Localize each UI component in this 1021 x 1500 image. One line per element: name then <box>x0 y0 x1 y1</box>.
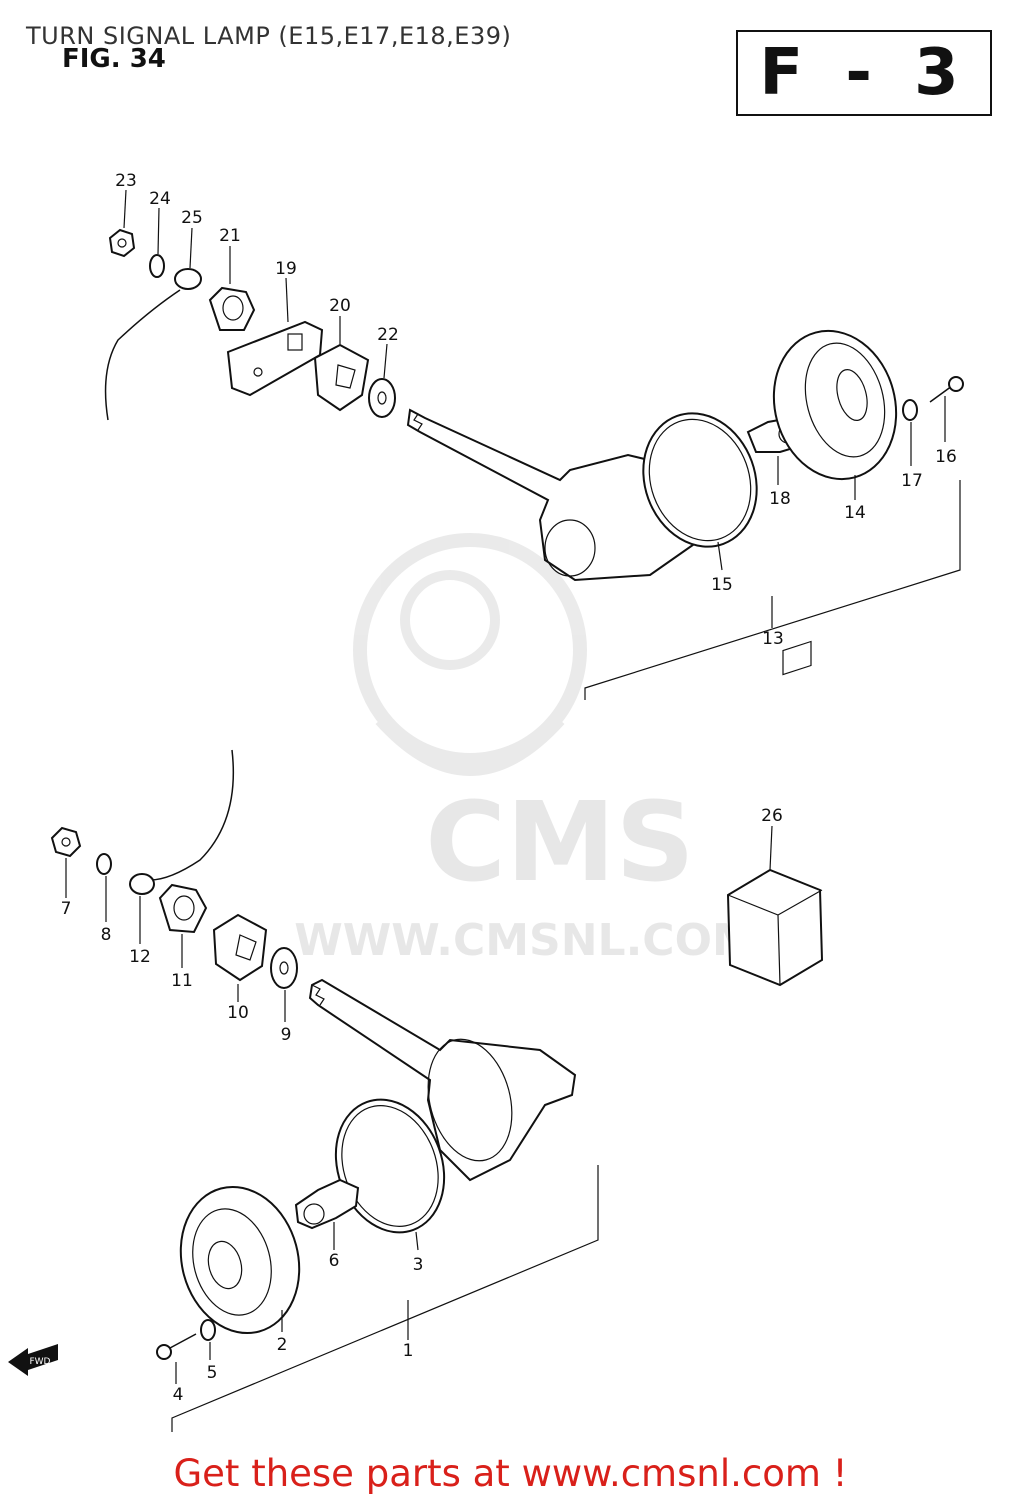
part-23-nut[interactable] <box>108 228 136 258</box>
part-24-washer[interactable] <box>149 254 165 278</box>
label-24: 24 <box>149 189 171 209</box>
label-4: 4 <box>173 1385 184 1405</box>
label-5: 5 <box>207 1363 218 1383</box>
footer-text[interactable]: Get these parts at www.cmsnl.com ! <box>173 1452 848 1495</box>
part-6-bulb[interactable] <box>294 1178 360 1230</box>
forward-label: FWD <box>29 1357 50 1367</box>
part-21-nut[interactable] <box>208 286 256 331</box>
label-16: 16 <box>935 447 957 467</box>
label-14: 14 <box>844 503 866 523</box>
part-7-nut[interactable] <box>50 826 82 858</box>
part-8-washer[interactable] <box>96 853 112 875</box>
part-22-washer[interactable] <box>368 378 396 418</box>
part-20-grommet[interactable] <box>313 343 370 412</box>
forward-arrow-icon: FWD <box>8 1344 58 1376</box>
part-9-washer[interactable] <box>270 947 298 989</box>
part-25-terminal-wire[interactable] <box>104 268 202 421</box>
watermark-logo: CMS <box>425 778 694 906</box>
assembly-1-bracket <box>171 1165 599 1432</box>
label-2: 2 <box>277 1335 288 1355</box>
page-code-box: F - 3 <box>736 30 992 116</box>
assembly-13-bracket <box>584 480 961 700</box>
label-3: 3 <box>413 1255 424 1275</box>
part-11-nut[interactable] <box>158 883 208 934</box>
part-14-lens[interactable] <box>758 317 913 493</box>
label-23: 23 <box>115 171 137 191</box>
part-4-screw[interactable] <box>156 1333 197 1360</box>
part-1-lamp-housing[interactable] <box>308 978 577 1182</box>
part-16-screw[interactable] <box>929 376 964 403</box>
part-2-lens[interactable] <box>165 1174 315 1347</box>
label-17: 17 <box>901 471 923 491</box>
label-7: 7 <box>61 899 72 919</box>
diagram-title: TURN SIGNAL LAMP (E15,E17,E18,E39) <box>26 22 512 50</box>
label-8: 8 <box>101 925 112 945</box>
part-19-bracket[interactable] <box>226 320 324 397</box>
part-17-washer[interactable] <box>902 399 918 421</box>
part-5-washer[interactable] <box>200 1319 216 1341</box>
footer-cta[interactable]: Get these parts at www.cmsnl.com ! <box>0 1452 1021 1495</box>
page-code: F - 3 <box>759 36 969 110</box>
label-13: 13 <box>762 629 784 649</box>
label-10: 10 <box>227 1003 249 1023</box>
label-12: 12 <box>129 947 151 967</box>
label-9: 9 <box>281 1025 292 1045</box>
figure-number: FIG. 34 <box>62 44 166 74</box>
label-25: 25 <box>181 208 203 228</box>
label-1: 1 <box>403 1341 414 1361</box>
label-26: 26 <box>761 806 783 826</box>
label-20: 20 <box>329 296 351 316</box>
lower-wire <box>149 749 235 881</box>
label-6: 6 <box>329 1251 340 1271</box>
label-18: 18 <box>769 489 791 509</box>
part-15-gasket[interactable] <box>625 397 775 562</box>
part-10-grommet[interactable] <box>212 913 268 982</box>
label-22: 22 <box>377 325 399 345</box>
label-15: 15 <box>711 575 733 595</box>
part-12-terminal[interactable] <box>129 873 155 895</box>
label-19: 19 <box>275 259 297 279</box>
label-21: 21 <box>219 226 241 246</box>
part-13-lamp-housing[interactable] <box>406 408 702 582</box>
watermark-url: WWW.CMSNL.COM <box>294 915 756 966</box>
cmsnl-watermark: CMS WWW.CMSNL.COM <box>294 533 756 966</box>
label-11: 11 <box>171 971 193 991</box>
